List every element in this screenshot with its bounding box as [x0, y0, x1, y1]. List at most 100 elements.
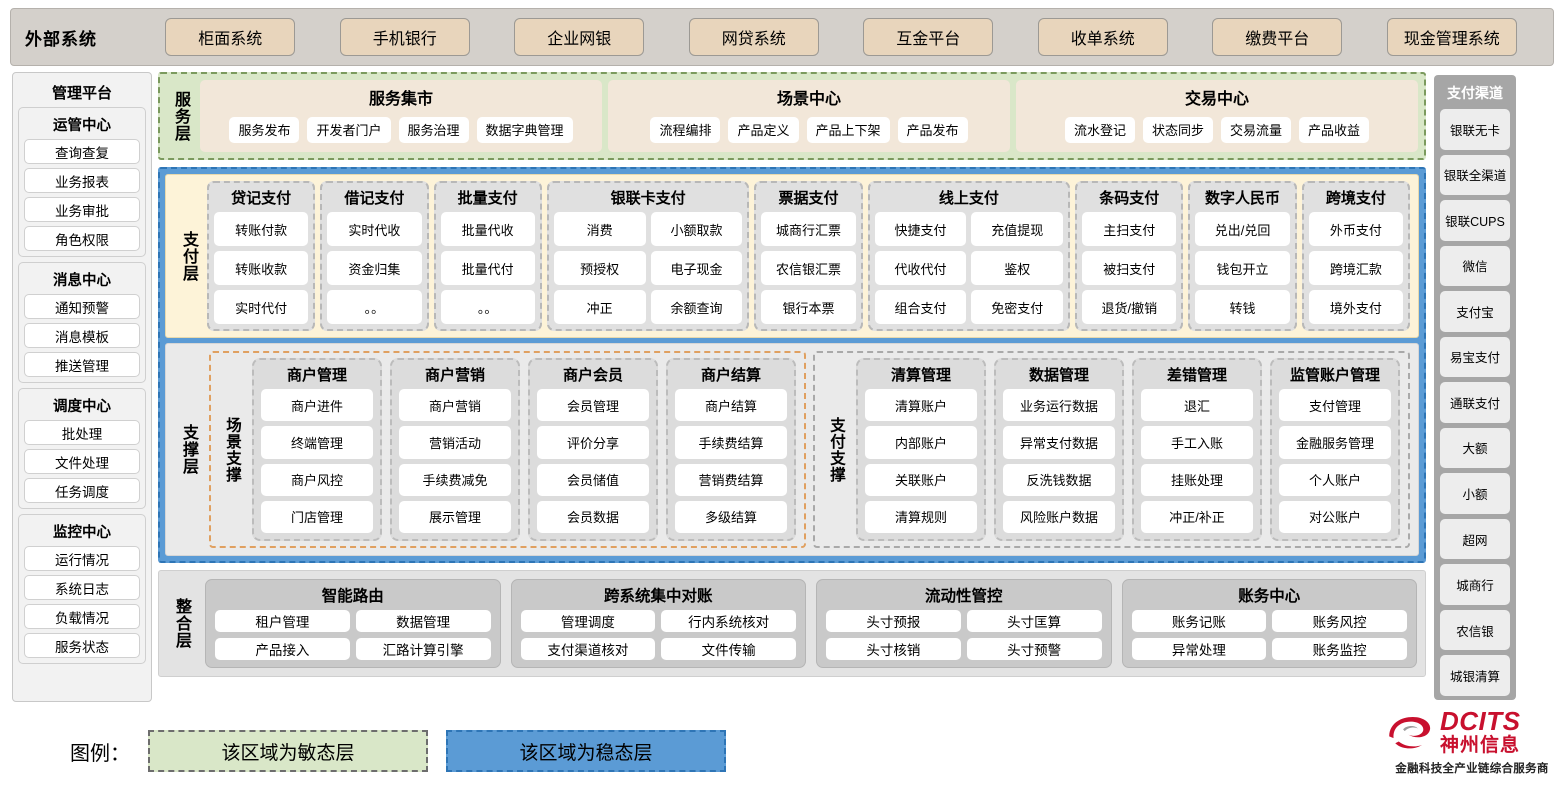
support-item[interactable]: 商户进件	[261, 389, 373, 422]
support-item[interactable]: 手续费减免	[399, 463, 511, 496]
support-item[interactable]: 手续费结算	[675, 426, 787, 459]
payment-item[interactable]: 转账收款	[214, 251, 309, 285]
payment-item[interactable]: 消费	[553, 212, 646, 246]
payment-item[interactable]: 兑出/兑回	[1195, 212, 1290, 246]
support-item[interactable]: 清算规则	[865, 500, 977, 533]
service-item[interactable]: 数据字典管理	[476, 116, 573, 143]
support-item[interactable]: 支付管理	[1279, 389, 1391, 422]
management-item[interactable]: 任务调度	[24, 478, 140, 503]
management-item[interactable]: 运行情况	[24, 546, 140, 571]
payment-item[interactable]: 转账付款	[214, 212, 309, 246]
support-item[interactable]: 挂账处理	[1141, 463, 1253, 496]
payment-channel-item[interactable]: 农信银	[1440, 609, 1510, 651]
support-item[interactable]: 风险账户数据	[1003, 500, 1115, 533]
integration-item[interactable]: 管理调度	[520, 610, 656, 632]
support-item[interactable]: 展示管理	[399, 500, 511, 533]
payment-item[interactable]: 鉴权	[971, 251, 1064, 285]
payment-item[interactable]: 资金归集	[327, 251, 422, 285]
service-item[interactable]: 状态同步	[1142, 116, 1213, 143]
integration-item[interactable]: 产品接入	[215, 638, 350, 660]
support-item[interactable]: 冲正/补正	[1141, 500, 1253, 533]
payment-item[interactable]: 退货/撤销	[1082, 290, 1177, 324]
payment-channel-item[interactable]: 支付宝	[1440, 291, 1510, 332]
support-item[interactable]: 内部账户	[865, 426, 977, 459]
integration-item[interactable]: 账务风控	[1272, 610, 1407, 632]
payment-channel-item[interactable]: 微信	[1440, 245, 1510, 287]
integration-item[interactable]: 账务监控	[1272, 638, 1407, 660]
support-item[interactable]: 清算账户	[865, 389, 977, 422]
payment-item[interactable]: 批量代收	[440, 212, 535, 246]
payment-item[interactable]: 冲正	[553, 290, 646, 324]
service-item[interactable]: 产品发布	[897, 116, 968, 143]
integration-item[interactable]: 账务记账	[1131, 610, 1267, 632]
management-item[interactable]: 批处理	[24, 420, 140, 445]
support-item[interactable]: 金融服务管理	[1279, 426, 1391, 459]
management-item[interactable]: 文件处理	[24, 449, 140, 474]
integration-item[interactable]: 头寸匡算	[966, 610, 1102, 632]
integration-item[interactable]: 行内系统核对	[661, 610, 796, 632]
management-item[interactable]: 推送管理	[24, 352, 140, 377]
payment-item[interactable]: 小额取款	[650, 212, 743, 246]
integration-item[interactable]: 支付渠道核对	[520, 638, 656, 660]
payment-item[interactable]: 境外支付	[1308, 290, 1403, 324]
support-item[interactable]: 关联账户	[865, 463, 977, 496]
payment-item[interactable]: 预授权	[553, 251, 646, 285]
payment-item[interactable]: 快捷支付	[874, 212, 967, 246]
support-item[interactable]: 会员管理	[537, 389, 649, 422]
service-item[interactable]: 产品收益	[1299, 116, 1370, 143]
payment-item[interactable]: 农信银汇票	[761, 251, 856, 285]
payment-item[interactable]: 余额查询	[650, 290, 743, 324]
external-system-chip[interactable]: 现金管理系统	[1386, 18, 1517, 56]
management-item[interactable]: 服务状态	[24, 633, 140, 658]
payment-item[interactable]: 代收代付	[874, 251, 967, 285]
payment-item[interactable]: 免密支付	[971, 290, 1064, 324]
payment-item[interactable]: 。。	[327, 290, 422, 324]
payment-item[interactable]: 主扫支付	[1082, 212, 1177, 246]
integration-item[interactable]: 文件传输	[661, 638, 796, 660]
support-item[interactable]: 终端管理	[261, 426, 373, 459]
management-item[interactable]: 通知预警	[24, 294, 140, 319]
payment-item[interactable]: 钱包开立	[1195, 251, 1290, 285]
external-system-chip[interactable]: 网贷系统	[688, 18, 819, 56]
payment-item[interactable]: 充值提现	[971, 212, 1064, 246]
integration-item[interactable]: 汇路计算引擎	[355, 638, 491, 660]
external-system-chip[interactable]: 柜面系统	[165, 18, 296, 56]
payment-item[interactable]: 。。	[440, 290, 535, 324]
payment-item[interactable]: 电子现金	[650, 251, 743, 285]
integration-item[interactable]: 异常处理	[1131, 638, 1267, 660]
payment-item[interactable]: 实时代付	[214, 290, 309, 324]
payment-item[interactable]: 外币支付	[1308, 212, 1403, 246]
management-item[interactable]: 系统日志	[24, 575, 140, 600]
payment-channel-item[interactable]: 小额	[1440, 473, 1510, 514]
support-item[interactable]: 会员储值	[537, 463, 649, 496]
service-item[interactable]: 产品定义	[728, 116, 799, 143]
payment-channel-item[interactable]: 银联全渠道	[1440, 154, 1510, 196]
payment-channel-item[interactable]: 大额	[1440, 427, 1510, 469]
payment-channel-item[interactable]: 城银清算	[1440, 655, 1510, 696]
payment-channel-item[interactable]: 银联CUPS	[1440, 200, 1510, 241]
service-item[interactable]: 产品上下架	[806, 116, 890, 143]
external-system-chip[interactable]: 收单系统	[1037, 18, 1168, 56]
support-item[interactable]: 业务运行数据	[1003, 389, 1115, 422]
integration-item[interactable]: 头寸核销	[826, 638, 961, 660]
support-item[interactable]: 商户风控	[261, 463, 373, 496]
service-item[interactable]: 服务发布	[229, 116, 300, 143]
payment-channel-item[interactable]: 易宝支付	[1440, 336, 1510, 378]
payment-item[interactable]: 城商行汇票	[761, 212, 856, 246]
external-system-chip[interactable]: 缴费平台	[1212, 18, 1343, 56]
service-item[interactable]: 流水登记	[1064, 116, 1135, 143]
payment-item[interactable]: 转钱	[1195, 290, 1290, 324]
management-item[interactable]: 业务报表	[24, 168, 140, 193]
payment-channel-item[interactable]: 超网	[1440, 518, 1510, 560]
management-item[interactable]: 负载情况	[24, 604, 140, 629]
support-item[interactable]: 退汇	[1141, 389, 1253, 422]
support-item[interactable]: 商户营销	[399, 389, 511, 422]
support-item[interactable]: 对公账户	[1279, 500, 1391, 533]
payment-item[interactable]: 被扫支付	[1082, 251, 1177, 285]
support-item[interactable]: 门店管理	[261, 500, 373, 533]
management-item[interactable]: 消息模板	[24, 323, 140, 348]
service-item[interactable]: 开发者门户	[307, 116, 391, 143]
external-system-chip[interactable]: 手机银行	[339, 18, 470, 56]
payment-channel-item[interactable]: 通联支付	[1440, 382, 1510, 423]
integration-item[interactable]: 数据管理	[355, 610, 491, 632]
